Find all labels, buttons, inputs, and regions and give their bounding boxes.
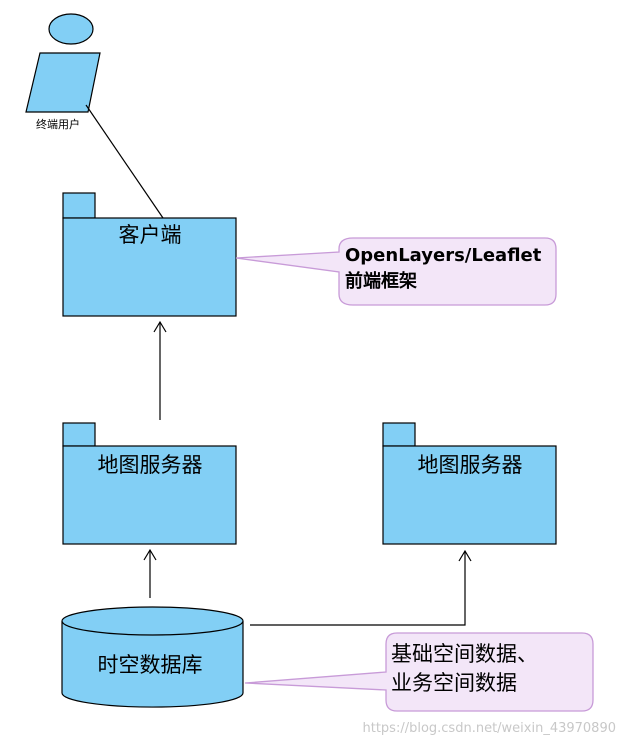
- client-label: 客户端: [119, 223, 182, 247]
- map-server-left-body: [62, 445, 237, 545]
- database-label: 时空数据库: [98, 653, 203, 677]
- db-note-line1: 基础空间数据、: [391, 642, 538, 666]
- actor-body-icon: [25, 52, 101, 113]
- actor-client-connector: [85, 104, 164, 219]
- map-server-right-body: [382, 445, 557, 545]
- watermark: https://blog.csdn.net/weixin_43970890: [362, 721, 616, 736]
- db-to-map-server-left-arrow: [143, 548, 157, 598]
- actor-head-icon: [48, 13, 94, 45]
- map-server-to-client-arrow: [153, 320, 167, 420]
- map-server-left-package: 地图服务器: [62, 422, 237, 545]
- db-note: 基础空间数据、 业务空间数据: [244, 632, 594, 712]
- map-server-right-tab: [382, 422, 416, 447]
- client-note-callout: [235, 237, 557, 306]
- spatiotemporal-database: 时空数据库: [61, 606, 244, 708]
- map-server-right-package: 地图服务器: [382, 422, 557, 545]
- actor-end-user: 终端用户: [25, 13, 101, 131]
- client-package-body: [62, 217, 237, 317]
- db-note-line2: 业务空间数据: [391, 671, 517, 695]
- map-server-left-tab: [62, 422, 96, 447]
- client-package: 客户端: [62, 192, 237, 317]
- actor-label: 终端用户: [36, 117, 80, 131]
- map-server-right-label: 地图服务器: [418, 453, 523, 477]
- db-to-map-server-right-arrow: [250, 549, 472, 626]
- client-note: OpenLayers/Leaflet 前端框架: [235, 237, 557, 306]
- map-server-left-label: 地图服务器: [98, 453, 203, 477]
- database-body: [61, 621, 244, 708]
- db-note-callout: [244, 632, 594, 712]
- database-top: [61, 606, 244, 636]
- client-note-line1: OpenLayers/Leaflet: [345, 245, 542, 266]
- client-package-tab: [62, 192, 96, 219]
- client-note-line2: 前端框架: [345, 270, 417, 292]
